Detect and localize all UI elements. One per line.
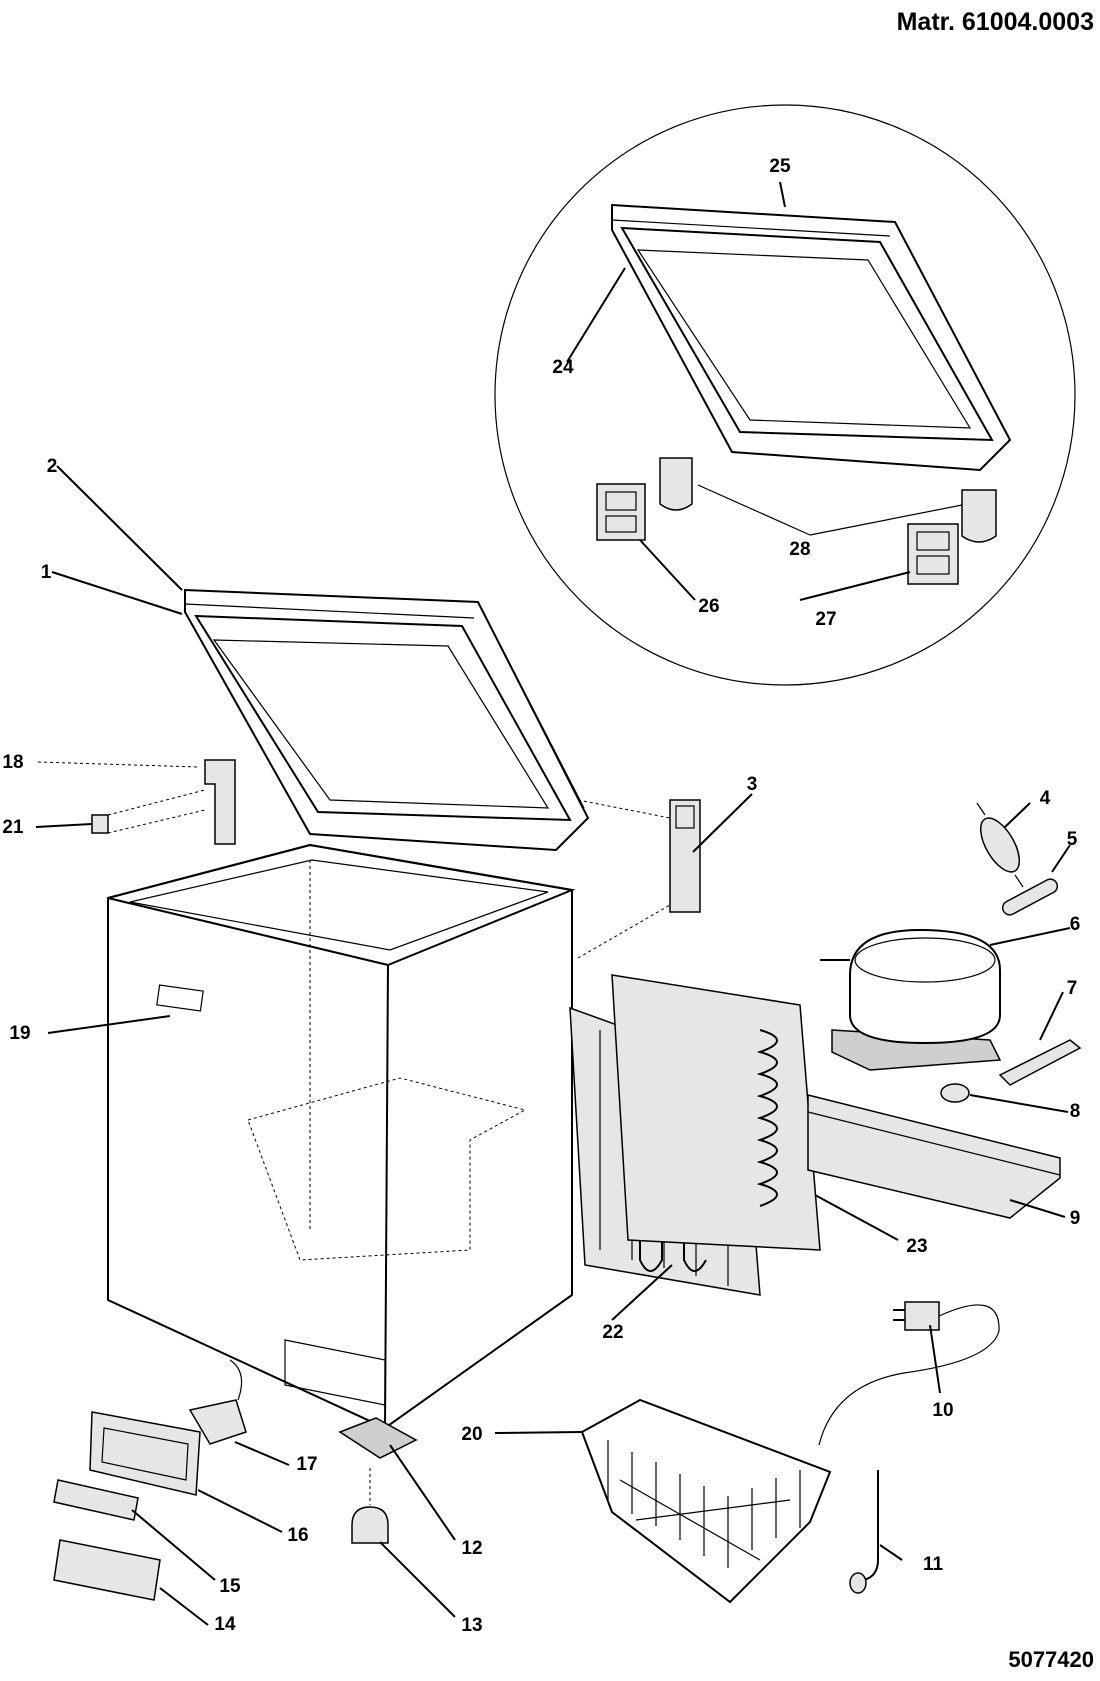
hinge-26 — [596, 483, 646, 541]
callout-3: 3 — [747, 774, 758, 795]
thermostat-11 — [849, 1470, 879, 1594]
panel-14 — [53, 1539, 161, 1601]
callout-9: 9 — [1070, 1208, 1081, 1229]
thermostat-17 — [188, 1359, 247, 1445]
power-cord-10 — [818, 1301, 1000, 1446]
callout-17: 17 — [296, 1454, 317, 1475]
callout-24: 24 — [552, 357, 574, 378]
foot-12 — [338, 1417, 418, 1459]
callout-28: 28 — [789, 539, 810, 560]
hinge-27 — [907, 523, 959, 585]
callout-labels: 2 1 3 4 5 6 7 8 9 10 11 12 13 14 15 16 1… — [2, 156, 1080, 1636]
callout-20: 20 — [461, 1424, 482, 1445]
model-number: Matr. 61004.0003 — [896, 8, 1094, 36]
bracket-7 — [998, 1039, 1082, 1086]
callout-6: 6 — [1070, 914, 1081, 935]
drawing-code: 5077420 — [1008, 1647, 1094, 1672]
main-lid — [184, 588, 590, 852]
callout-16: 16 — [287, 1525, 308, 1546]
callout-13: 13 — [461, 1615, 482, 1636]
grommet-8 — [940, 1083, 970, 1103]
hinge-cap-28-a — [659, 457, 693, 511]
tube-5 — [1001, 878, 1059, 916]
hinge-cap-21 — [91, 814, 109, 834]
callout-5: 5 — [1067, 829, 1078, 850]
callout-2: 2 — [47, 456, 58, 477]
callout-15: 15 — [219, 1576, 241, 1597]
callout-25: 25 — [769, 156, 791, 177]
rail-9 — [807, 1094, 1061, 1219]
panel-15 — [53, 1479, 139, 1521]
callout-8: 8 — [1070, 1101, 1081, 1122]
hinge-18 — [204, 759, 236, 845]
compressor-6 — [820, 928, 1002, 1071]
callout-18: 18 — [2, 752, 23, 773]
foot-13 — [351, 1506, 389, 1544]
detail-circle — [494, 104, 1076, 686]
cabinet-vent — [284, 1339, 386, 1406]
callout-26: 26 — [698, 596, 719, 617]
condenser-23 — [611, 974, 821, 1251]
callout-11: 11 — [923, 1554, 944, 1575]
freezer-cabinet — [107, 843, 576, 1430]
hinge-cap-28-b — [961, 489, 997, 543]
callout-19: 19 — [9, 1023, 30, 1044]
callout-14: 14 — [214, 1614, 236, 1635]
callout-7: 7 — [1067, 978, 1078, 999]
callout-4: 4 — [1040, 788, 1051, 809]
panel-16 — [89, 1411, 201, 1496]
callout-1: 1 — [41, 562, 52, 583]
callout-22: 22 — [602, 1322, 623, 1343]
basket-20 — [580, 1398, 832, 1604]
callout-23: 23 — [906, 1236, 927, 1257]
hinge-3 — [669, 799, 701, 913]
callout-27: 27 — [815, 609, 836, 630]
callout-10: 10 — [932, 1400, 953, 1421]
leader-lines — [35, 181, 1071, 1626]
drier-4 — [976, 802, 1024, 888]
callout-12: 12 — [461, 1538, 482, 1559]
cabinet-label-plate — [156, 984, 204, 1012]
callout-21: 21 — [2, 817, 24, 838]
detail-lid — [611, 203, 1012, 472]
